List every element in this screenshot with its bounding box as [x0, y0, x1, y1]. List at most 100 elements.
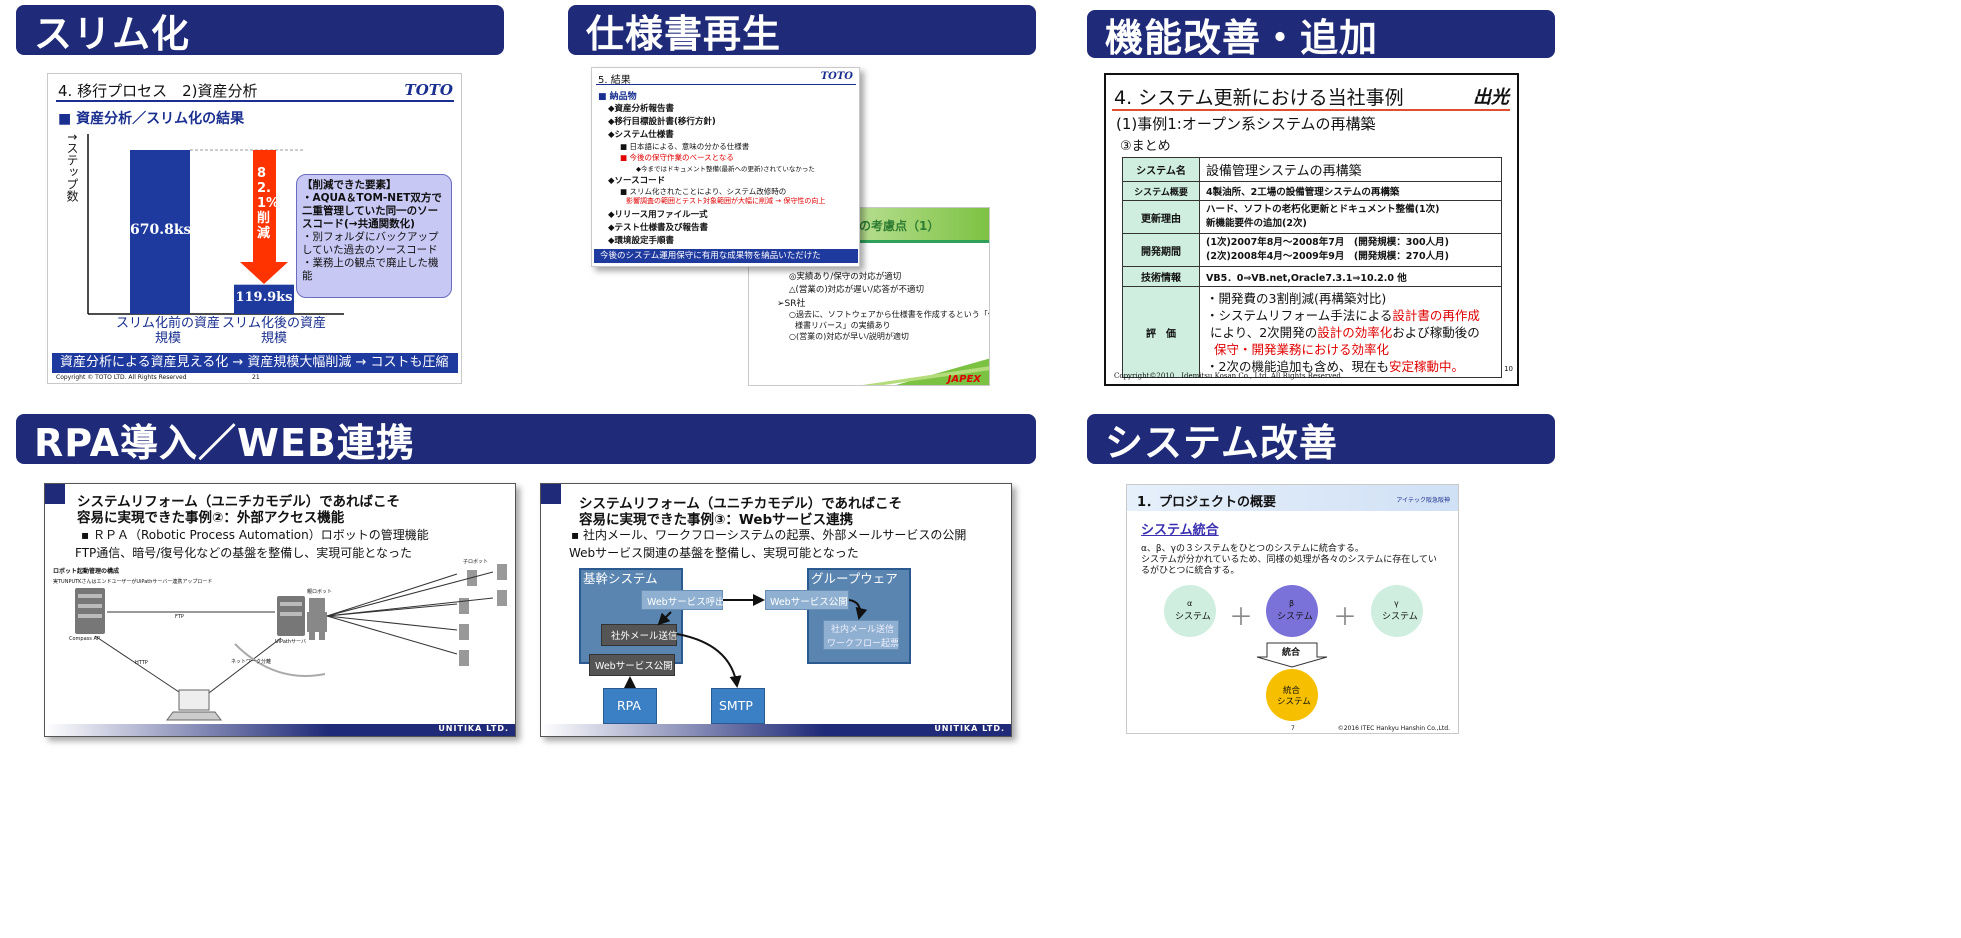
- slide-title-line2: 容易に実現できた事例③：Webサービス連携: [579, 512, 854, 528]
- rpa-label: RPA: [617, 698, 641, 713]
- text-line: ◆移行目標設計書(移行方針): [608, 117, 716, 127]
- row-key: システム概要: [1122, 181, 1200, 201]
- diagram-title: ロボット起動管理の構成: [53, 568, 120, 575]
- slide-subheading: ■ 資産分析／スリム化の結果: [58, 111, 245, 127]
- web-flow-arrows: [624, 594, 868, 688]
- page-number: 7: [1291, 725, 1295, 732]
- bar-1: [234, 284, 294, 314]
- slide-title-line1: システムリフォーム（ユニチカモデル）であればこそ: [77, 494, 401, 510]
- heading-rule: [56, 100, 454, 102]
- heading-rule: [596, 84, 856, 85]
- beta-circle: [1266, 585, 1318, 637]
- bullet-text: ▪ 社内メール、ワークフローシステムの起票、外部メールサービスの公開: [571, 528, 967, 542]
- table-row: システム概要 4製油所、2工場の設備管理システムの再構築: [1122, 181, 1502, 201]
- table-row: システム名 設備管理システムの再構築: [1122, 157, 1502, 182]
- slide-heading: 5. 結果: [598, 75, 631, 86]
- slide-heading: 4. 移行プロセス 2)資産分析: [58, 82, 258, 100]
- text-line: ➢SR社: [777, 299, 806, 309]
- row-key: システム名: [1122, 157, 1200, 182]
- gamma-label-2: システム: [1382, 612, 1418, 622]
- slide-itec: 1．プロジェクトの概要 アイテック阪急阪神 システム統合 α、β、γの３システム…: [1126, 484, 1459, 734]
- unitika-logo: UNITIKA LTD.: [934, 724, 1005, 733]
- rpa-box: [603, 688, 657, 724]
- text-line: ○過去に、ソフトウェアから仕様書を作成するという「仕: [789, 310, 990, 319]
- row-value: ハード、ソフトの老朽化更新とドキュメント整備(1次) 新機能要件の追加(2次): [1199, 200, 1502, 234]
- plus-icon: ＋: [1333, 603, 1357, 631]
- copyright: ©2016 ITEC Hankyu Hanshin Co.,Ltd.: [1337, 725, 1450, 732]
- smtp-label: SMTP: [719, 698, 753, 713]
- page-number: 21: [252, 374, 260, 381]
- body-text: Webサービス関連の基盤を整備し、実現可能となった: [569, 546, 859, 560]
- core-system-label: 基幹システム: [583, 571, 658, 586]
- label-robot: 親ロボット: [307, 589, 333, 595]
- text-line: 影響調査の範囲とテスト対象範囲が大幅に削減 → 保守性の向上: [626, 197, 826, 205]
- toto-logo: TOTO: [404, 81, 453, 99]
- category-label-0: スリム化前の資産規模: [115, 316, 220, 346]
- alpha-label-1: α: [1187, 599, 1193, 608]
- bar-value-label-1: 119.9ks: [235, 290, 293, 305]
- heading-rule: [1112, 109, 1510, 111]
- gamma-circle: [1371, 585, 1423, 637]
- page-number: 10: [1504, 365, 1513, 373]
- callout-item: ・AQUA＆TOM-NET双方で二重管理していた同一のソースコード(→共通関数化…: [302, 192, 442, 230]
- bar-value-label-0: 670.8ks: [130, 222, 192, 238]
- callout-title: 【削減できた要素】: [302, 179, 397, 191]
- internal-label-1: 社内メール送信: [831, 625, 895, 635]
- body-text: システムが分かれているため、同様の処理が各々のシステムに存在してい: [1141, 555, 1437, 565]
- summary-table: システム名 設備管理システムの再構築 システム概要 4製油所、2工場の設備管理シ…: [1122, 157, 1502, 378]
- unitika-logo: UNITIKA LTD.: [438, 724, 509, 733]
- text-line: ■ 今後の保守作業のベースとなる: [620, 153, 734, 162]
- corner-mark: [541, 484, 561, 504]
- text-line: △(営業の)対応が遅い/応答が不適切: [789, 285, 925, 295]
- callout-item: ・業務上の観点で廃止した機能: [302, 257, 439, 282]
- banner-slim: スリム化: [16, 5, 504, 56]
- laptop-icon: [166, 689, 222, 721]
- footer-bar: 今後のシステム運用保守に有用な成果物を納品いただけた: [594, 249, 858, 263]
- callout-item: ・別フォルダにバックアップしていた過去のソースコード: [302, 231, 439, 256]
- label-http: HTTP: [135, 660, 148, 666]
- body-text: FTP通信、暗号/復号化などの基盤を整備し、実現可能となった: [75, 546, 412, 560]
- label-network: ネットワーク分離: [231, 659, 272, 665]
- text-line: ◆テスト仕様書及び報告書: [608, 223, 709, 233]
- mail-send-label: 社外メール送信: [611, 631, 678, 642]
- table-row: 評 価 ・開発費の3割削減(再構築対比) ・システムリフォーム手法による設計書の…: [1122, 286, 1502, 378]
- text-line: ◆リリース用ファイル一式: [608, 210, 708, 220]
- footer-band: [541, 724, 1011, 736]
- banner-spec: 仕様書再生: [568, 5, 1036, 56]
- subheading-2: ③まとめ: [1120, 139, 1171, 154]
- table-row: 技術情報 VB5．0⇒VB.net,Oracle7.3.1⇒10.2.0 他: [1122, 266, 1502, 287]
- text-line: ○(営業の)対応が早い/説明が適切: [789, 332, 909, 341]
- alpha-label-2: システム: [1175, 612, 1211, 622]
- reduction-arrow: [240, 150, 288, 284]
- body-text: るがひとつに統合する。: [1141, 566, 1240, 576]
- green-rule: [749, 240, 989, 243]
- bar-0: [130, 150, 190, 314]
- row-value: ・開発費の3割削減(再構築対比) ・システムリフォーム手法による設計書の再作成 …: [1199, 286, 1502, 378]
- alpha-circle: [1164, 585, 1216, 637]
- ws-pub-box-2: [589, 654, 675, 676]
- toto-logo: TOTO: [820, 71, 853, 82]
- category-label-1: スリム化後の資産規模: [221, 316, 326, 346]
- row-key: 更新理由: [1122, 200, 1200, 234]
- text-line: ◆システム仕様書: [608, 130, 674, 140]
- slide-toto-results: 5. 結果 TOTO ■ 納品物 ◆資産分析報告書 ◆移行目標設計書(移行方針)…: [591, 67, 860, 267]
- row-value: (1次)2007年8月〜2008年7月 (開発規模：300人月) (2次)200…: [1199, 233, 1502, 267]
- row-key: 開発期間: [1122, 233, 1200, 267]
- ws-call-box: [641, 590, 723, 610]
- callout-box: 【削減できた要素】 ・AQUA＆TOM-NET双方で二重管理していた同一のソース…: [296, 174, 452, 298]
- slide-title: の考慮点（1）: [859, 219, 940, 233]
- plus-icon: ＋: [1229, 603, 1253, 631]
- bullet-text: ▪ ＲＰＡ（Robotic Process Automation）ロボットの管理…: [81, 528, 429, 542]
- slide-subheading: システム統合: [1141, 523, 1219, 538]
- itec-logo: アイテック阪急阪神: [1396, 497, 1450, 504]
- beta-label-2: システム: [1277, 612, 1313, 622]
- text-line: ◎実績あり/保守の対応が適切: [789, 272, 902, 282]
- merge-arrow: [1256, 642, 1328, 668]
- label-compass: Compass AP: [69, 636, 100, 642]
- body-text: α、β、γの３システムをひとつのシステムに統合する。: [1141, 544, 1364, 554]
- text-line: ■ 納品物: [598, 92, 637, 102]
- label-child: 子ロボット: [463, 559, 489, 565]
- row-value: VB5．0⇒VB.net,Oracle7.3.1⇒10.2.0 他: [1199, 266, 1502, 287]
- row-key: 評 価: [1122, 286, 1200, 378]
- slide-unitika-rpa: システムリフォーム（ユニチカモデル）であればこそ 容易に実現できた事例②：外部ア…: [44, 483, 516, 737]
